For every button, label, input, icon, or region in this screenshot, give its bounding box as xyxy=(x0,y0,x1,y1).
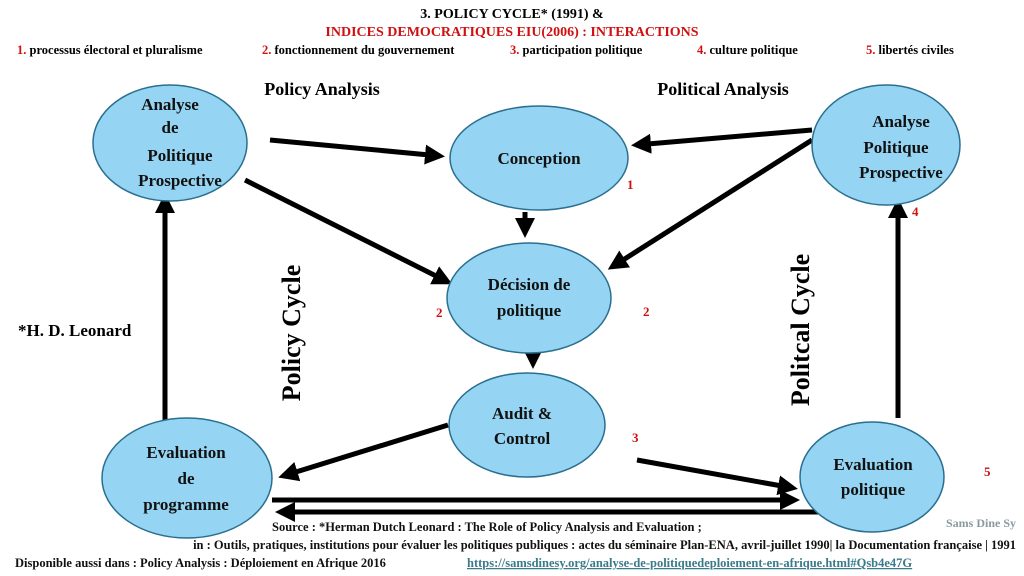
arrow-political-to-decision xyxy=(607,137,814,270)
arrow-analyse-to-decision xyxy=(243,177,453,285)
index-4: 4. culture politique xyxy=(697,43,798,57)
signature: Sams Dine Sy xyxy=(946,516,1016,530)
node-text: de xyxy=(162,118,179,137)
node-text: Control xyxy=(494,429,551,448)
footer-dispo: Disponible aussi dans : Policy Analysis … xyxy=(15,556,386,570)
node-text: politique xyxy=(497,301,562,320)
marker-2-right: 2 xyxy=(643,304,650,319)
node-eval-politique xyxy=(799,421,945,533)
node-text: Prospective xyxy=(859,163,943,182)
node-eval-programme xyxy=(101,417,273,539)
node-analyse-left xyxy=(92,84,248,202)
index-1: 1. processus électoral et pluralisme xyxy=(17,43,203,57)
policy-analysis-label: Policy Analysis xyxy=(264,79,380,99)
marker-4: 4 xyxy=(912,204,919,219)
arrow-audit-to-eval-politique xyxy=(636,457,798,496)
index-3: 3. participation politique xyxy=(510,43,643,57)
footer-in: in : Outils, pratiques, institutions pou… xyxy=(193,538,1016,552)
indices-legend: 1. processus électoral et pluralisme 2. … xyxy=(17,43,954,57)
index-5: 5. libertés civiles xyxy=(866,43,954,57)
node-text: programme xyxy=(143,495,229,514)
node-decision xyxy=(446,242,612,354)
policy-cycle-label: Policy Cycle xyxy=(277,265,306,401)
footer-link[interactable]: https://samsdinesy.org/analyse-de-politi… xyxy=(467,556,912,570)
index-markers: 1 2 2 3 4 5 xyxy=(436,177,991,479)
arrow-audit-to-eval-programme xyxy=(278,422,449,482)
node-text: politique xyxy=(841,480,906,499)
node-text: Evaluation xyxy=(833,455,913,474)
marker-5: 5 xyxy=(984,464,991,479)
node-text: Politique xyxy=(147,146,213,165)
node-text: Décision de xyxy=(488,275,571,294)
political-analysis-label: Political Analysis xyxy=(657,79,789,99)
diagram-subtitle: INDICES DEMOCRATIQUES EIU(2006) : INTERA… xyxy=(325,25,698,40)
node-audit xyxy=(448,372,606,478)
node-conception xyxy=(449,105,629,211)
arrow-political-to-conception xyxy=(631,127,813,154)
diagram-title: 3. POLICY CYCLE* (1991) & xyxy=(420,7,603,22)
node-text: Prospective xyxy=(138,171,222,190)
node-text: de xyxy=(178,469,195,488)
author-note: *H. D. Leonard xyxy=(18,321,132,340)
node-analyse-right xyxy=(811,84,961,206)
node-text: Analyse xyxy=(872,112,930,131)
marker-1: 1 xyxy=(627,177,634,192)
arrow-analyse-to-conception xyxy=(269,137,445,165)
political-cycle-label: Politcal Cycle xyxy=(786,254,815,406)
nodes xyxy=(92,84,961,539)
marker-3: 3 xyxy=(632,430,639,445)
node-text: Conception xyxy=(497,149,581,168)
node-text: Analyse xyxy=(141,95,199,114)
footer-source: Source : *Herman Dutch Leonard : The Rol… xyxy=(272,520,702,534)
node-text: Evaluation xyxy=(146,443,226,462)
marker-2-left: 2 xyxy=(436,305,443,320)
index-2: 2. fonctionnement du gouvernement xyxy=(262,43,455,57)
node-text: Politique xyxy=(863,138,929,157)
node-text: Audit & xyxy=(492,404,552,423)
